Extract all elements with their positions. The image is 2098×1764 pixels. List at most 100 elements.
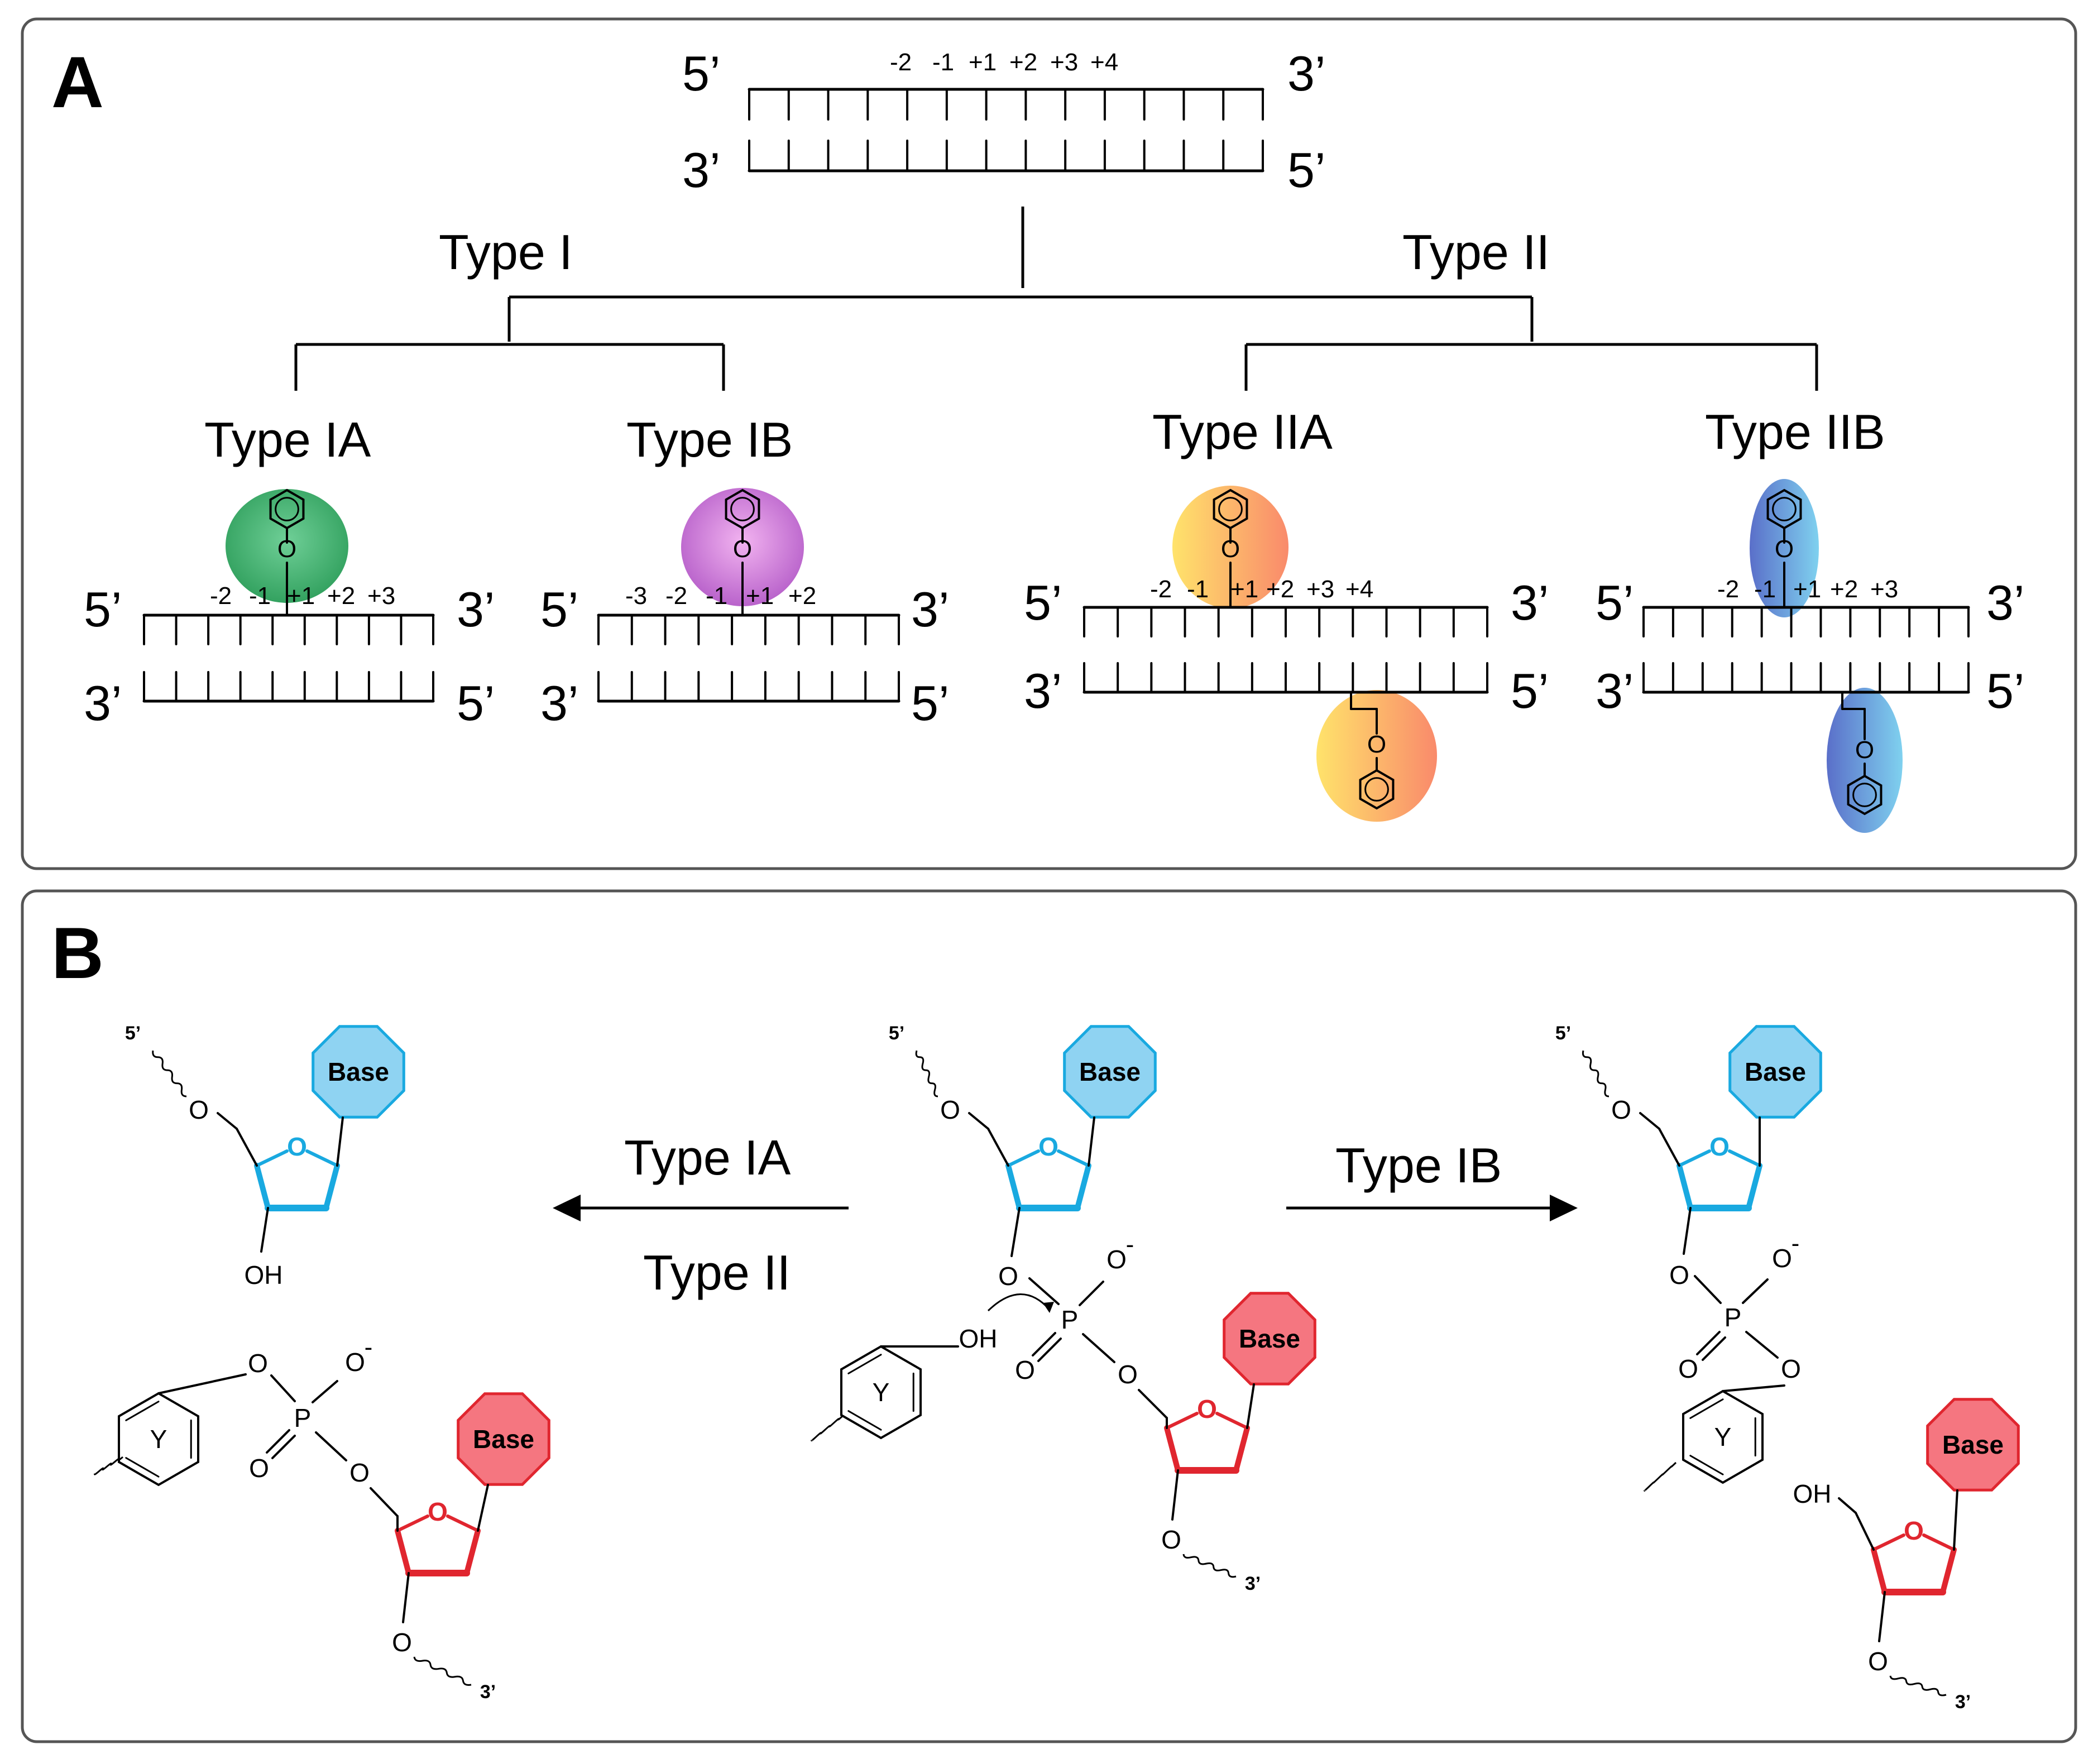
sugar-bond bbox=[1075, 1163, 1091, 1211]
oxygen-label: O bbox=[189, 1095, 209, 1124]
base-label: Base bbox=[1942, 1430, 2004, 1459]
oxygen-label: O bbox=[998, 1262, 1018, 1291]
top-duplex-5prime-bottom: 5’ bbox=[1287, 142, 1326, 198]
bond-line bbox=[271, 1435, 296, 1459]
pos-label: -1 bbox=[1754, 576, 1776, 603]
oxygen-label: O bbox=[249, 1454, 269, 1483]
pos-label: +2 bbox=[1009, 49, 1037, 76]
oxygen-label: O bbox=[345, 1348, 365, 1377]
bond-line bbox=[370, 1487, 399, 1517]
bond-line bbox=[1032, 1332, 1056, 1356]
oxygen-label: O bbox=[1221, 535, 1240, 563]
sugar-bond bbox=[1007, 1149, 1040, 1167]
type-ib-label: Type IB bbox=[626, 412, 793, 467]
bond-line bbox=[125, 1457, 160, 1478]
end-label: 3’ bbox=[84, 675, 122, 731]
oxygen-label: O bbox=[1781, 1354, 1801, 1383]
end-label: 5’ bbox=[1024, 575, 1062, 630]
pos-label: +2 bbox=[1830, 576, 1858, 603]
top-duplex-5prime: 5’ bbox=[682, 46, 721, 101]
tyrosine-y-label: Y bbox=[150, 1425, 167, 1454]
base-label: Base bbox=[1239, 1324, 1300, 1353]
panel-b-label: B bbox=[51, 912, 104, 994]
sugar-bond bbox=[395, 1528, 411, 1576]
type-iia-tyrosine-highlight-top bbox=[1172, 486, 1289, 608]
end-label: 3’ bbox=[911, 582, 950, 637]
bond-line bbox=[125, 1401, 160, 1421]
bond-line bbox=[1171, 1469, 1179, 1521]
pos-label: +3 bbox=[1870, 576, 1898, 603]
pos-label: +3 bbox=[367, 582, 395, 610]
pos-label: +3 bbox=[1306, 576, 1334, 603]
end-label: 5’ bbox=[1596, 575, 1634, 630]
sugar-bond bbox=[254, 1163, 271, 1211]
wavy-bond bbox=[1889, 1675, 1947, 1696]
ring-oxygen: O bbox=[287, 1132, 307, 1161]
wavy-bond bbox=[1182, 1554, 1237, 1578]
bond-line bbox=[1037, 1338, 1062, 1362]
type-i-label: Type I bbox=[439, 224, 573, 280]
top-duplex-3prime: 3’ bbox=[1287, 46, 1326, 101]
tyrosine-y-label: Y bbox=[873, 1378, 890, 1407]
base-octagon bbox=[1926, 1398, 2020, 1492]
bond-line bbox=[312, 1380, 338, 1403]
ring-oxygen: O bbox=[1709, 1132, 1730, 1161]
type-iib-tyrosine-highlight-bottom bbox=[1827, 688, 1903, 833]
aromatic-circle bbox=[1218, 497, 1243, 521]
phenyl-ring bbox=[1847, 774, 1883, 816]
bond-line bbox=[402, 1572, 410, 1623]
hydroxyl-label: OH bbox=[959, 1324, 998, 1353]
bond-line bbox=[847, 1410, 882, 1431]
oxygen-label: O bbox=[1161, 1525, 1181, 1554]
end-label: 5’ bbox=[1511, 663, 1549, 718]
oxygen-label: O bbox=[1669, 1260, 1689, 1290]
oxygen-label: O bbox=[248, 1349, 268, 1378]
three-prime-label: 3’ bbox=[1245, 1573, 1261, 1594]
attack-arrowhead bbox=[1043, 1302, 1054, 1313]
three-prime-label: 3’ bbox=[480, 1681, 496, 1703]
phenyl-ring bbox=[1359, 769, 1395, 810]
type-iia-duplex-text: 5’ 3’ 3’ 5’ -2 -1 +1 +2 +3 +4 bbox=[1024, 575, 1549, 718]
pos-label: -1 bbox=[932, 49, 954, 76]
bond-line bbox=[270, 1374, 296, 1402]
ring-oxygen: O bbox=[428, 1497, 448, 1526]
five-prime-label: 5’ bbox=[125, 1023, 141, 1044]
base-octagon bbox=[1223, 1292, 1316, 1386]
phosphorus-label: P bbox=[294, 1403, 312, 1432]
pos-label: +2 bbox=[788, 582, 816, 610]
hydroxyl-label: OH bbox=[245, 1260, 283, 1290]
bond-line bbox=[987, 1128, 1009, 1167]
type-iib-label: Type IIB bbox=[1705, 404, 1885, 459]
wavy-bond bbox=[94, 1456, 123, 1475]
end-label: 3’ bbox=[1986, 575, 2025, 630]
bond-line bbox=[1694, 1275, 1722, 1304]
oxygen-label: O bbox=[349, 1458, 370, 1487]
sugar-bond bbox=[323, 1163, 340, 1211]
top-duplex-3prime-bottom: 3’ bbox=[682, 142, 721, 198]
panel-a-label: A bbox=[51, 41, 104, 123]
bond-line bbox=[315, 1431, 347, 1461]
bond-line bbox=[266, 1429, 290, 1454]
classification-tree bbox=[294, 207, 1818, 391]
bond-line bbox=[1742, 1278, 1769, 1304]
end-label: 3’ bbox=[1596, 663, 1634, 718]
bond-line bbox=[1689, 1455, 1724, 1475]
sugar-bond bbox=[1871, 1547, 1888, 1595]
sugar-bond bbox=[446, 1514, 480, 1532]
type-iib-duplex-text: 5’ 3’ 3’ 5’ -2 -1 +1 +2 +3 bbox=[1596, 575, 2025, 718]
oxygen-label: O bbox=[1611, 1095, 1631, 1124]
bond-line bbox=[1696, 1331, 1721, 1355]
end-label: 5’ bbox=[84, 582, 122, 637]
bond-line bbox=[1745, 1331, 1779, 1359]
sugar-bond bbox=[1677, 1163, 1693, 1211]
type-ib-tyrosine-highlight bbox=[681, 488, 804, 606]
pos-label: -2 bbox=[1150, 576, 1172, 603]
oxygen-label: O bbox=[392, 1628, 412, 1657]
pos-label: -2 bbox=[210, 582, 232, 610]
aromatic-circle bbox=[275, 497, 299, 521]
sugar-bond bbox=[305, 1149, 339, 1167]
attack-arrow bbox=[987, 1293, 1051, 1312]
wavy-bond bbox=[1582, 1050, 1610, 1097]
